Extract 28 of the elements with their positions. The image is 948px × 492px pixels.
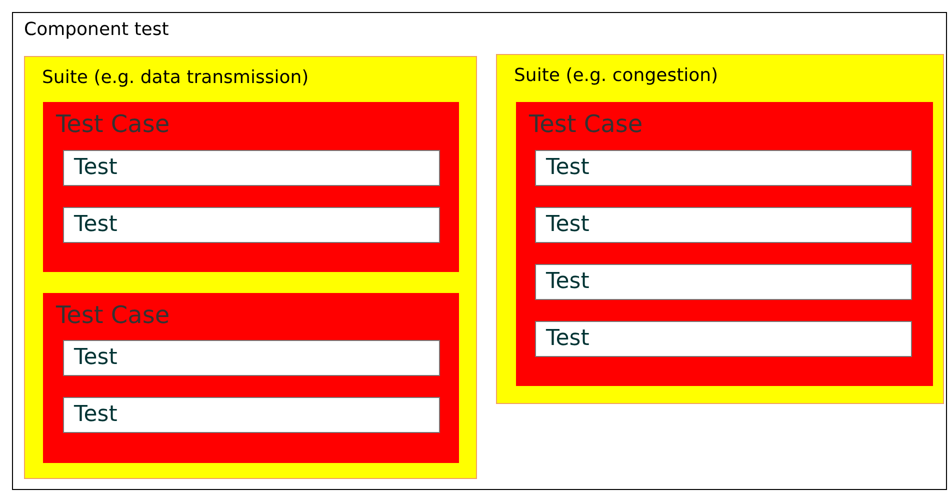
test-box xyxy=(535,150,912,186)
test-box xyxy=(535,264,912,300)
test-case-box xyxy=(516,102,933,386)
test-label: Test xyxy=(74,155,118,180)
outer-frame xyxy=(12,12,947,490)
test-case-box xyxy=(43,293,459,463)
test-case-title: Test Case xyxy=(56,301,170,329)
test-label: Test xyxy=(74,345,118,370)
test-box xyxy=(535,321,912,357)
suite-title: Suite (e.g. congestion) xyxy=(514,65,718,86)
test-label: Test xyxy=(546,212,590,237)
test-box xyxy=(63,207,440,243)
test-case-title: Test Case xyxy=(529,110,643,138)
suite-title: Suite (e.g. data transmission) xyxy=(42,67,309,88)
test-label: Test xyxy=(546,326,590,351)
test-case-box xyxy=(43,102,459,272)
test-label: Test xyxy=(74,402,118,427)
test-box xyxy=(63,397,440,433)
test-box xyxy=(63,150,440,186)
test-label: Test xyxy=(546,269,590,294)
test-box xyxy=(535,207,912,243)
test-box xyxy=(63,340,440,376)
suite-box xyxy=(496,54,944,404)
test-case-title: Test Case xyxy=(56,110,170,138)
test-label: Test xyxy=(546,155,590,180)
test-label: Test xyxy=(74,212,118,237)
suite-box xyxy=(24,56,477,479)
frame-title: Component test xyxy=(24,19,169,40)
